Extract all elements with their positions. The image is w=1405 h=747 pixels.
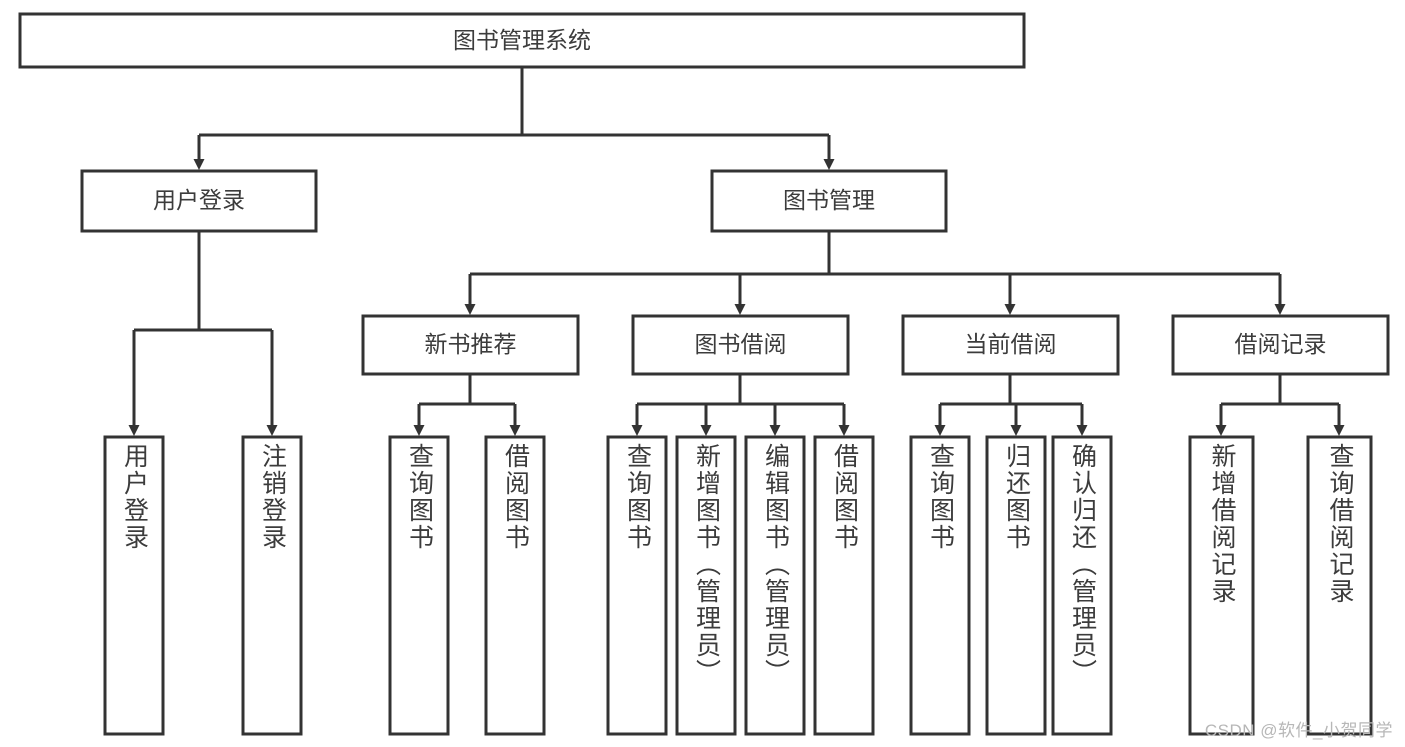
node-box-leaf-book-borrow-0[interactable] [606,435,668,736]
node-box-leaf-book-borrow-2[interactable] [744,435,806,736]
node-box-leaf-user-login-1[interactable] [241,435,303,736]
watermark-text: CSDN @软件_小贺同学 [1204,721,1393,740]
node-box-root[interactable] [18,12,1026,69]
node-box-borrow-record[interactable] [1171,314,1390,376]
node-box-leaf-borrow-record-0[interactable] [1188,435,1255,736]
node-box-book-borrow[interactable] [631,314,850,376]
node-box-leaf-current-borrow-1[interactable] [985,435,1047,736]
node-box-book-management[interactable] [710,169,948,233]
node-box-new-book-recommend[interactable] [361,314,580,376]
node-box-leaf-new-book-0[interactable] [388,435,450,736]
node-box-current-borrow[interactable] [901,314,1120,376]
node-box-leaf-current-borrow-0[interactable] [909,435,971,736]
node-box-leaf-book-borrow-1[interactable] [675,435,737,736]
node-box-leaf-new-book-1[interactable] [484,435,546,736]
node-box-leaf-borrow-record-1[interactable] [1306,435,1373,736]
node-box-leaf-book-borrow-3[interactable] [813,435,875,736]
node-box-leaf-current-borrow-2[interactable] [1051,435,1113,736]
node-box-leaf-user-login-0[interactable] [103,435,165,736]
node-box-user-login[interactable] [80,169,318,233]
